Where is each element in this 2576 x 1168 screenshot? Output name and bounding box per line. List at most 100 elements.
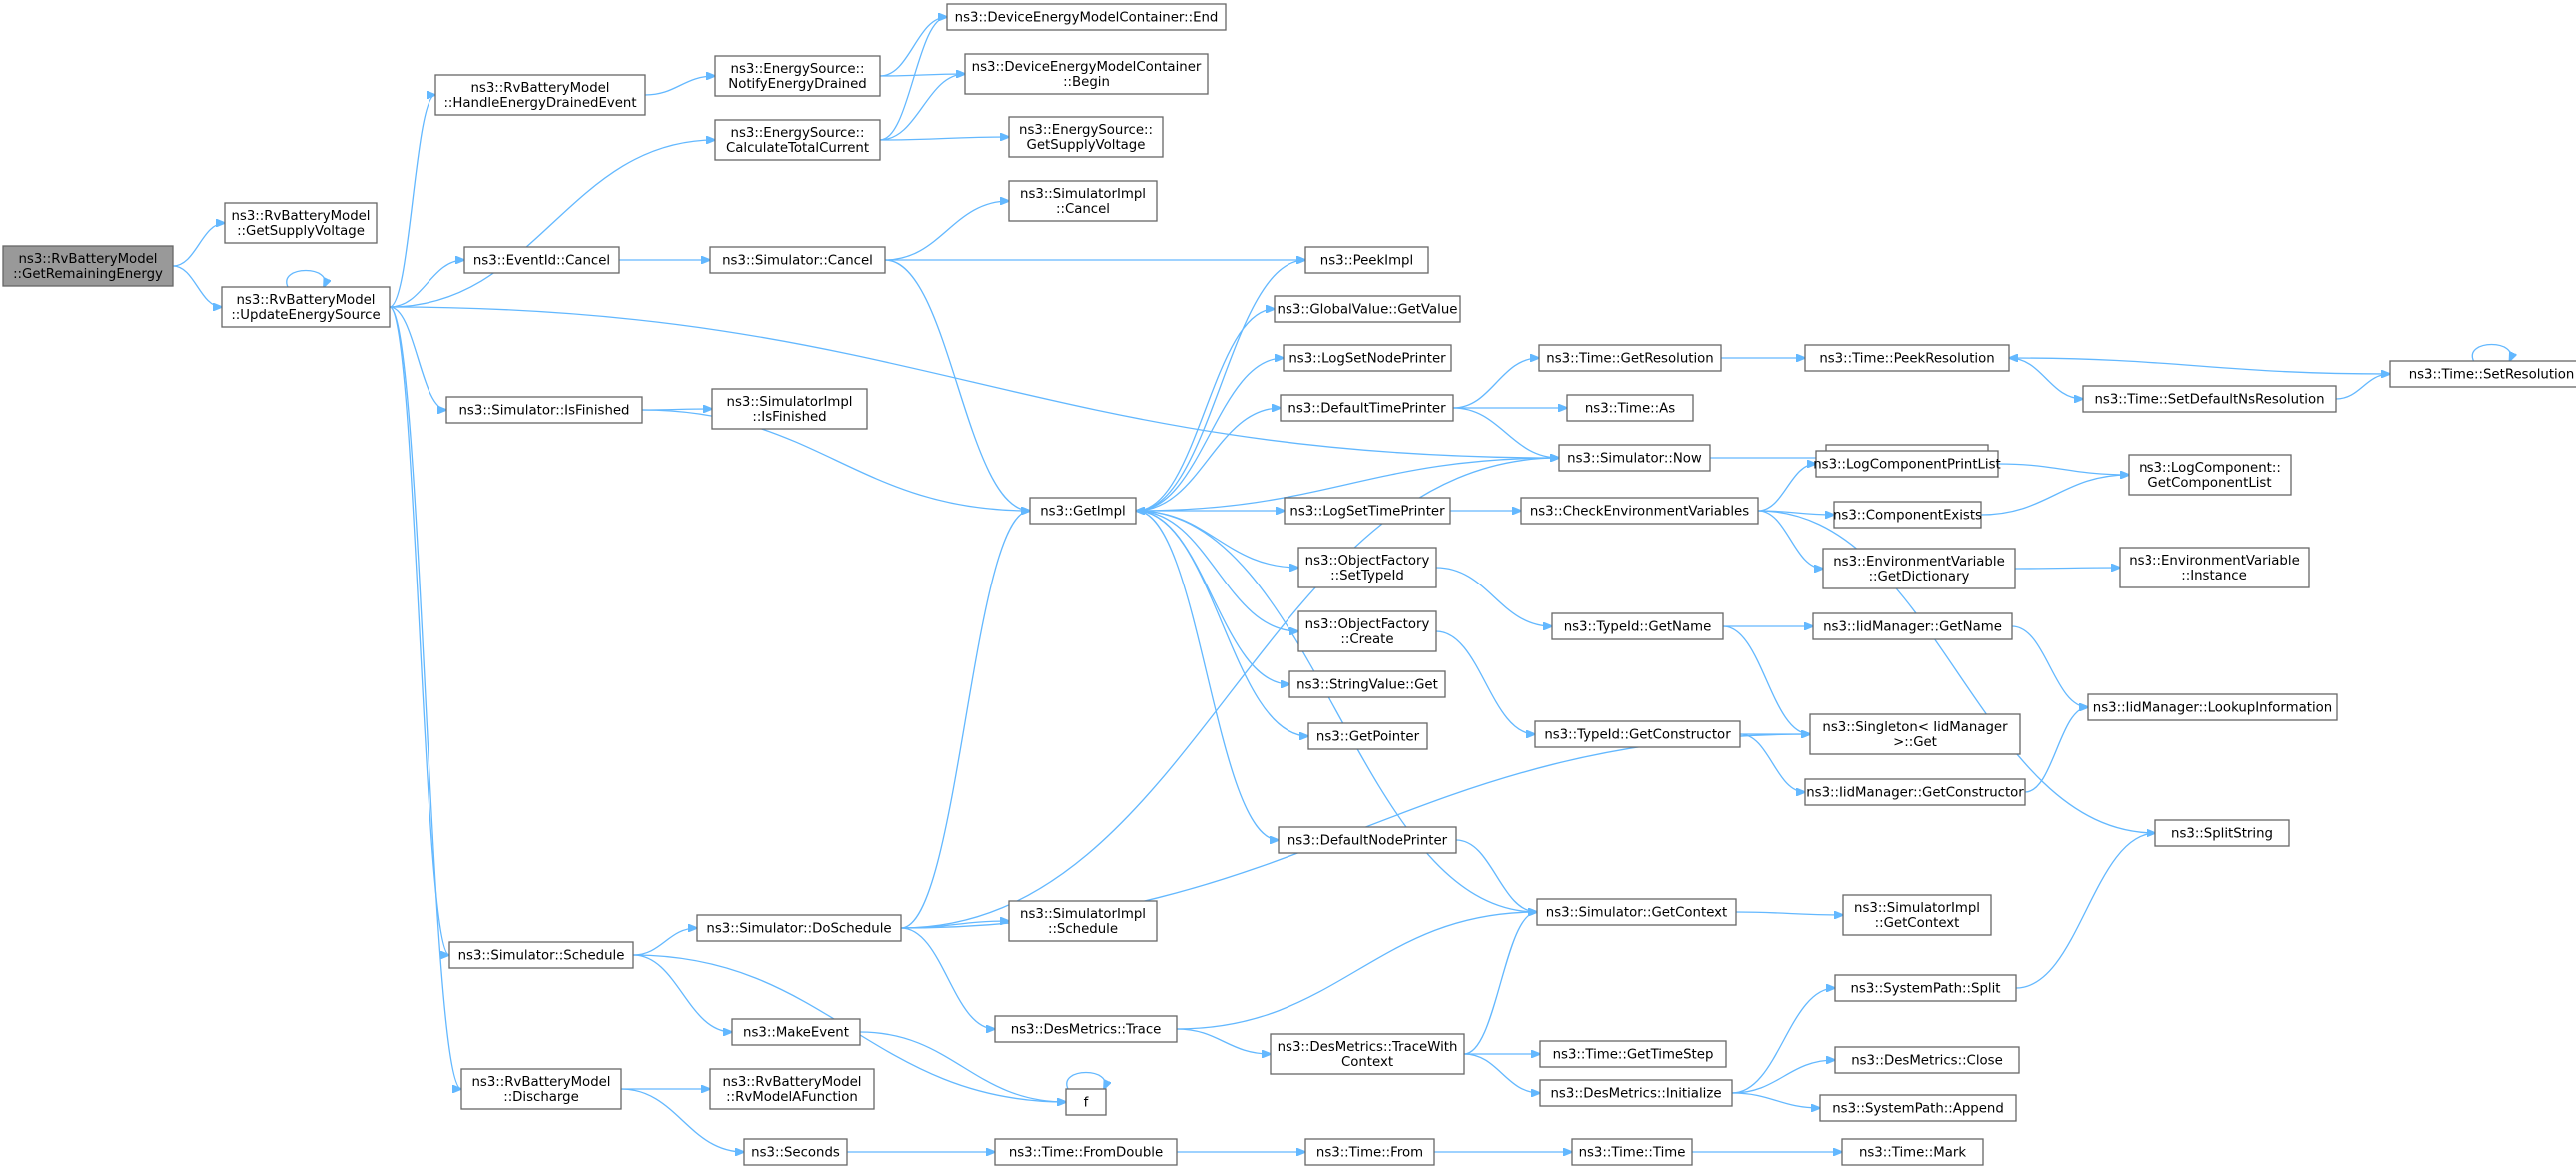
function-node-iidmanager-lookupinformation[interactable]: ns3::IidManager::LookupInformation bbox=[2087, 693, 2338, 721]
function-node-rv-rvmodelafunction[interactable]: ns3::RvBatteryModel::RvModelAFunction bbox=[709, 1068, 875, 1110]
function-node-envvar-getdictionary[interactable]: ns3::EnvironmentVariable::GetDictionary bbox=[1822, 548, 2016, 589]
function-node-label: ns3::RvBatteryModel bbox=[231, 209, 370, 224]
function-node-label: ::HandleEnergyDrainedEvent bbox=[443, 96, 636, 111]
function-node-desmetrics-trace[interactable]: ns3::DesMetrics::Trace bbox=[994, 1015, 1178, 1043]
function-node-time-peekresolution[interactable]: ns3::Time::PeekResolution bbox=[1804, 344, 2010, 372]
function-node-demc-begin[interactable]: ns3::DeviceEnergyModelContainer::Begin bbox=[964, 53, 1209, 95]
function-node-eventid-cancel[interactable]: ns3::EventId::Cancel bbox=[463, 246, 620, 274]
function-node-checkenvvars[interactable]: ns3::CheckEnvironmentVariables bbox=[1520, 497, 1759, 525]
function-node-notifyenergydrained[interactable]: ns3::EnergySource::NotifyEnergyDrained bbox=[714, 55, 881, 97]
function-node-label: ::UpdateEnergySource bbox=[231, 308, 380, 323]
function-node-systempath-split[interactable]: ns3::SystemPath::Split bbox=[1834, 974, 2017, 1002]
function-node-stringvalue-get[interactable]: ns3::StringValue::Get bbox=[1288, 670, 1446, 698]
function-node-root[interactable]: ns3::RvBatteryModel::GetRemainingEnergy bbox=[2, 245, 174, 287]
function-node-simimpl-schedule[interactable]: ns3::SimulatorImpl::Schedule bbox=[1008, 900, 1158, 942]
call-edge bbox=[2008, 357, 2083, 399]
call-edge bbox=[1135, 510, 1279, 840]
function-node-time-mark[interactable]: ns3::Time::Mark bbox=[1841, 1138, 1984, 1166]
function-node-simulator-doschedule[interactable]: ns3::Simulator::DoSchedule bbox=[696, 914, 902, 942]
function-node-time-time[interactable]: ns3::Time::Time bbox=[1571, 1138, 1693, 1166]
function-node-es-getsupplyvoltage[interactable]: ns3::EnergySource::GetSupplyVoltage bbox=[1008, 116, 1164, 158]
function-node-simulator-cancel[interactable]: ns3::Simulator::Cancel bbox=[709, 246, 886, 274]
function-node-simimpl-getcontext[interactable]: ns3::SimulatorImpl::GetContext bbox=[1842, 894, 1992, 936]
function-node-label: ns3::Time::FromDouble bbox=[1009, 1146, 1163, 1161]
function-node-time-as[interactable]: ns3::Time::As bbox=[1566, 394, 1694, 422]
function-node-box bbox=[1834, 1046, 2020, 1074]
call-edge bbox=[389, 306, 461, 1089]
function-node-iidmanager-getconstructor[interactable]: ns3::IidManager::GetConstructor bbox=[1804, 778, 2026, 806]
function-node-globalvalue-getvalue[interactable]: ns3::GlobalValue::GetValue bbox=[1274, 295, 1461, 323]
function-node-box bbox=[2, 245, 174, 287]
function-node-label: ns3::Singleton< IidManager bbox=[1822, 720, 2008, 735]
function-node-demc-end[interactable]: ns3::DeviceEnergyModelContainer::End bbox=[946, 3, 1227, 31]
function-node-getpointer[interactable]: ns3::GetPointer bbox=[1307, 722, 1428, 750]
function-node-box bbox=[709, 1068, 875, 1110]
function-node-objectfactory-create[interactable]: ns3::ObjectFactory::Create bbox=[1297, 610, 1437, 652]
function-node-objectfactory-settypeid[interactable]: ns3::ObjectFactory::SetTypeId bbox=[1297, 547, 1437, 588]
function-node-typeid-getname[interactable]: ns3::TypeId::GetName bbox=[1551, 612, 1724, 640]
call-edge-line bbox=[2008, 357, 2083, 399]
function-node-getimpl[interactable]: ns3::GetImpl bbox=[1029, 497, 1137, 525]
function-node-time-gettimestep[interactable]: ns3::Time::GetTimeStep bbox=[1539, 1040, 1727, 1068]
function-node-simulator-isfinished[interactable]: ns3::Simulator::IsFinished bbox=[445, 396, 643, 424]
function-node-desmetrics-initialize[interactable]: ns3::DesMetrics::Initialize bbox=[1539, 1079, 1733, 1107]
function-node-makeevent[interactable]: ns3::MakeEvent bbox=[731, 1018, 861, 1046]
function-node-handleenergydrained[interactable]: ns3::RvBatteryModel::HandleEnergyDrained… bbox=[434, 74, 646, 116]
function-node-rv-discharge[interactable]: ns3::RvBatteryModel::Discharge bbox=[460, 1068, 622, 1110]
function-node-time-getresolution[interactable]: ns3::Time::GetResolution bbox=[1538, 344, 1722, 372]
function-node-box bbox=[460, 1068, 622, 1110]
function-node-label: GetComponentList bbox=[2147, 476, 2271, 491]
function-node-simimpl-cancel[interactable]: ns3::SimulatorImpl::Cancel bbox=[1008, 180, 1158, 222]
function-node-singleton-get[interactable]: ns3::Singleton< IidManager>::Get bbox=[1809, 713, 2021, 755]
function-node-f[interactable]: f bbox=[1065, 1088, 1107, 1116]
function-node-desmetrics-close[interactable]: ns3::DesMetrics::Close bbox=[1834, 1046, 2020, 1074]
function-node-time-fromdouble[interactable]: ns3::Time::FromDouble bbox=[994, 1138, 1178, 1166]
call-edge bbox=[1452, 358, 1539, 409]
function-node-label: ns3::GetPointer bbox=[1316, 730, 1420, 745]
function-node-simulator-schedule[interactable]: ns3::Simulator::Schedule bbox=[448, 941, 634, 969]
function-node-logcomponentprintlist[interactable]: ns3::LogComponentPrintList bbox=[1813, 450, 2001, 478]
function-node-time-setdefaultnsresolution[interactable]: ns3::Time::SetDefaultNsResolution bbox=[2082, 385, 2337, 413]
function-node-logsetnodeprinter[interactable]: ns3::LogSetNodePrinter bbox=[1283, 344, 1452, 372]
function-node-time-from[interactable]: ns3::Time::From bbox=[1304, 1138, 1435, 1166]
function-node-time-setresolution[interactable]: ns3::Time::SetResolution bbox=[2389, 360, 2576, 388]
function-node-componentexists[interactable]: ns3::ComponentExists bbox=[1833, 501, 1982, 529]
function-node-label: f bbox=[1084, 1096, 1089, 1111]
function-node-defaulttimeprinter[interactable]: ns3::DefaultTimePrinter bbox=[1280, 394, 1454, 422]
function-node-logcomponent-getcomponentlist[interactable]: ns3::LogComponent::GetComponentList bbox=[2128, 454, 2292, 496]
function-node-label: ns3::SystemPath::Append bbox=[1832, 1102, 2004, 1117]
function-node-simimpl-isfinished[interactable]: ns3::SimulatorImpl::IsFinished bbox=[711, 388, 868, 430]
function-node-systempath-append[interactable]: ns3::SystemPath::Append bbox=[1819, 1094, 2017, 1122]
function-node-splitstring[interactable]: ns3::SplitString bbox=[2154, 819, 2290, 847]
call-edge bbox=[879, 74, 965, 141]
call-edge-line bbox=[879, 137, 1009, 140]
function-node-typeid-getconstructor[interactable]: ns3::TypeId::GetConstructor bbox=[1534, 720, 1741, 748]
call-edge bbox=[632, 954, 732, 1032]
function-node-peekimpl[interactable]: ns3::PeekImpl bbox=[1304, 246, 1429, 274]
function-node-defaultnodeprinter[interactable]: ns3::DefaultNodePrinter bbox=[1278, 826, 1457, 854]
function-node-updateenergysource[interactable]: ns3::RvBatteryModel::UpdateEnergySource bbox=[221, 286, 391, 328]
function-node-iidmanager-getname[interactable]: ns3::IidManager::GetName bbox=[1812, 612, 2013, 640]
call-edge bbox=[1757, 510, 2155, 833]
function-node-label: ns3::PeekImpl bbox=[1320, 254, 1413, 269]
call-edge bbox=[1066, 1071, 1105, 1090]
function-node-simulator-now[interactable]: ns3::Simulator::Now bbox=[1558, 444, 1711, 472]
call-edge bbox=[172, 265, 222, 307]
function-node-calculatetotalcurrent[interactable]: ns3::EnergySource::CalculateTotalCurrent bbox=[714, 119, 881, 161]
function-node-logsettimeprinter[interactable]: ns3::LogSetTimePrinter bbox=[1284, 497, 1451, 525]
function-node-seconds[interactable]: ns3::Seconds bbox=[743, 1138, 848, 1166]
function-node-getsupplyvoltage-rv[interactable]: ns3::RvBatteryModel::GetSupplyVoltage bbox=[224, 202, 378, 244]
function-node-simulator-getcontext[interactable]: ns3::Simulator::GetContext bbox=[1536, 898, 1737, 926]
function-node-label: ns3::RvBatteryModel bbox=[722, 1075, 861, 1090]
call-edge-line bbox=[2335, 374, 2390, 400]
call-edge-line bbox=[1731, 1092, 1820, 1108]
function-node-envvar-instance[interactable]: ns3::EnvironmentVariable::Instance bbox=[2119, 547, 2310, 588]
function-node-label: ns3::SimulatorImpl bbox=[727, 395, 853, 410]
call-edge-line bbox=[632, 928, 697, 956]
function-node-label: ns3::RvBatteryModel bbox=[236, 293, 375, 308]
function-node-box bbox=[1029, 497, 1137, 525]
function-node-box bbox=[1833, 501, 1982, 529]
function-node-label: ns3::Simulator::GetContext bbox=[1546, 906, 1727, 921]
